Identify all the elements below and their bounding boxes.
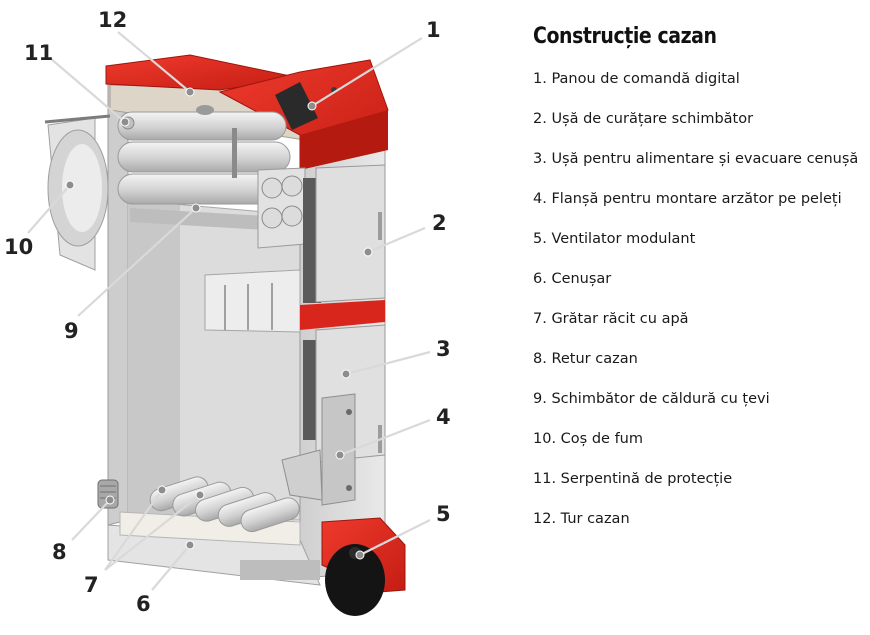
leader-lines: [27, 31, 431, 591]
callout-1: 1: [426, 18, 441, 42]
callout-6: 6: [136, 592, 151, 616]
boiler-body: [44, 77, 386, 586]
modulating-fan: [321, 517, 406, 616]
component-legend: Construcție cazan 1. Panou de comandă di…: [533, 24, 863, 549]
legend-item: 9. Schimbător de căldură cu țevi: [533, 391, 770, 407]
legend-item: 4. Flanșă pentru montare arzător pe pele…: [533, 191, 842, 207]
callout-4: 4: [436, 405, 451, 429]
legend-item: 5. Ventilator modulant: [533, 231, 696, 247]
legend-list: 1. Panou de comandă digital 2. Ușă de cu…: [533, 69, 863, 549]
callout-11: 11: [24, 41, 53, 65]
legend-title: Construcție cazan: [533, 24, 717, 49]
middle-frame: [204, 269, 385, 333]
legend-item: 8. Retur cazan: [533, 351, 638, 367]
legend-item: 2. Ușă de curățare schimbător: [533, 111, 754, 127]
callout-9: 9: [64, 319, 79, 343]
legend-item: 3. Ușă pentru alimentare și evacuare cen…: [533, 151, 859, 167]
cleaning-door: [303, 164, 386, 303]
legend-item: 12. Tur cazan: [533, 511, 630, 527]
tube-openings: [257, 167, 306, 249]
legend-item: 11. Serpentină de protecție: [533, 471, 733, 487]
legend-item: 10. Coș de fum: [533, 431, 643, 447]
callout-12: 12: [98, 8, 127, 32]
callout-3: 3: [436, 337, 451, 361]
callout-5: 5: [436, 502, 451, 526]
callout-7: 7: [84, 573, 99, 597]
legend-item: 6. Cenușar: [533, 271, 612, 287]
burner-flange: [281, 393, 356, 506]
callout-numbers: 1 2 3 4 5 6 7 8 9 10 11 12: [4, 8, 451, 616]
legend-item: 1. Panou de comandă digital: [533, 71, 740, 87]
legend-item: 7. Grătar răcit cu apă: [533, 311, 689, 327]
callout-8: 8: [52, 540, 67, 564]
boiler-cutaway-illustration: 1 2 3 4 5 6 7 8 9 10 11 12: [4, 8, 451, 616]
callout-10: 10: [4, 235, 33, 259]
callout-2: 2: [432, 211, 447, 235]
